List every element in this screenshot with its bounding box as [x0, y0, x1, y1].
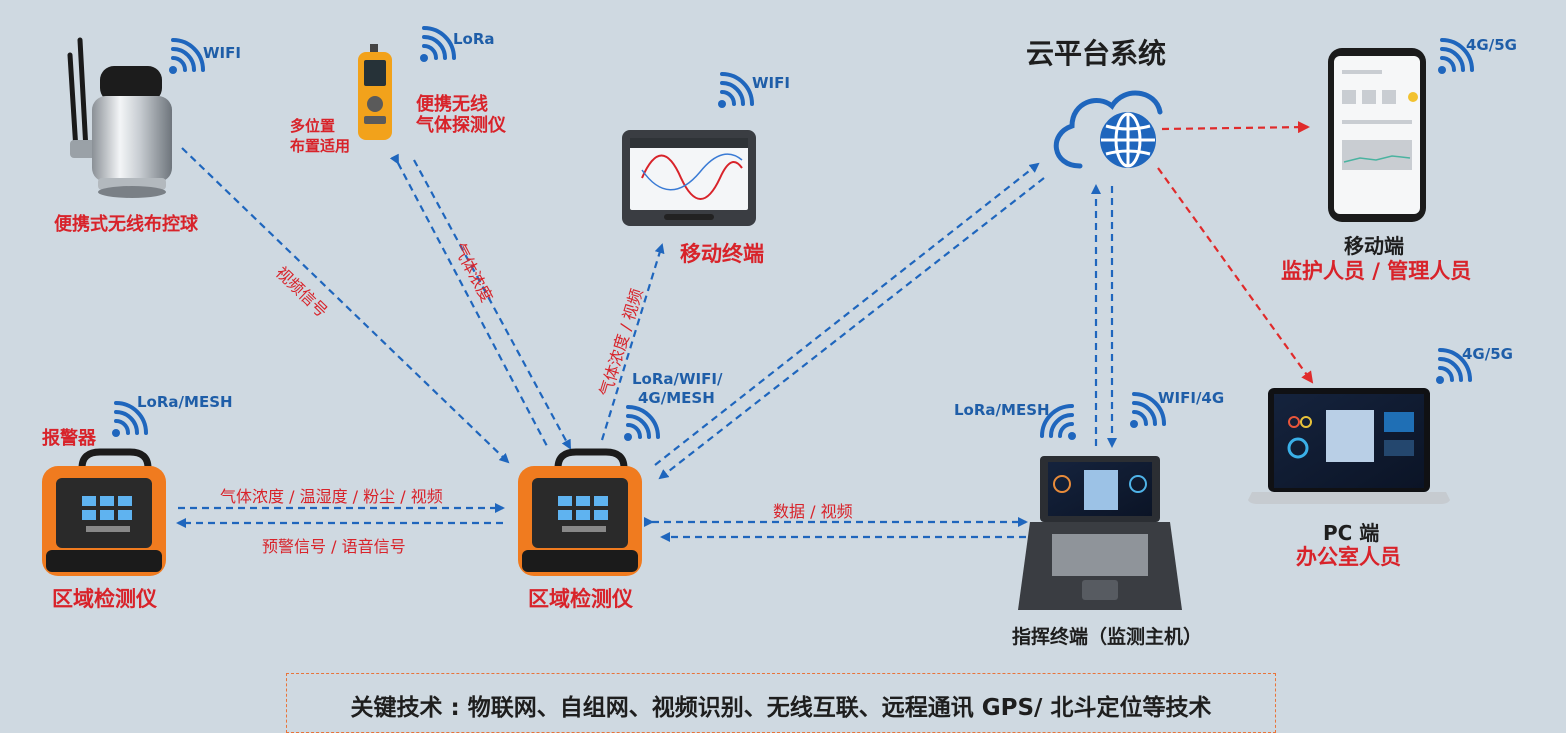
gas-note-line2: 布置适用 [290, 137, 351, 155]
mobile-app-net-label: 4G/5G [1466, 36, 1517, 54]
wifi-icon-gas [420, 26, 456, 62]
command-net-right: WIFI/4G [1158, 389, 1225, 407]
wifi-icon-mobile-terminal [718, 72, 754, 108]
wifi-icon-pc [1436, 348, 1472, 384]
wifi-icon-mobile-app [1438, 38, 1474, 74]
gas-detector-icon [358, 44, 392, 140]
area-center-net-label: LoRa/WIFI/ 4G/MESH [632, 370, 722, 408]
env-data-label: 气体浓度 / 温湿度 / 粉尘 / 视频 [220, 487, 443, 506]
mobile-terminal-name: 移动终端 [680, 242, 764, 266]
wifi-icon-alarm [112, 401, 148, 437]
mobile-app-name: 移动端 [1344, 234, 1404, 258]
gas-net-label: LoRa [453, 30, 495, 48]
ptz-net-label: WIFI [203, 44, 241, 62]
cloud-title: 云平台系统 [1026, 37, 1167, 70]
data-video-label: 数据 / 视频 [773, 502, 853, 521]
link-cloud-mobile [1161, 121, 1310, 134]
ptz-name: 便携式无线布控球 [54, 214, 198, 235]
area-left-name: 区域检测仪 [52, 587, 157, 611]
tablet-icon [622, 130, 756, 226]
smartphone-icon [1328, 48, 1426, 222]
area-center-net-line2: 4G/MESH [638, 389, 715, 407]
gas-note-line1: 多位置 [290, 117, 336, 135]
key-tech-text: 关键技术 : 物联网、自组网、视频识别、无线互联、远程通讯 GPS/ 北斗定位等… [350, 695, 1212, 721]
gas-name-line1: 便携无线 [416, 94, 488, 115]
link-gas-video [600, 243, 665, 441]
link-gas-down [413, 159, 571, 450]
wifi-icon-center [624, 405, 660, 441]
wifi-icon-command-left [1040, 404, 1076, 440]
pc-name: PC 端 [1323, 521, 1380, 545]
gas-name-line2: 气体探测仪 [416, 115, 506, 136]
key-tech-box: 关键技术 : 物联网、自组网、视频识别、无线互联、远程通讯 GPS/ 北斗定位等… [286, 673, 1276, 733]
link-video-signal [181, 147, 510, 464]
area-detector-center-icon [518, 448, 642, 576]
wifi-icon-ptz [169, 38, 205, 74]
mobile-app-users: 监护人员 / 管理人员 [1281, 259, 1472, 283]
gas-name: 便携无线 气体探测仪 [416, 94, 506, 136]
link-cloud-up [654, 162, 1040, 466]
link-gas-up [389, 153, 549, 449]
command-net-left: LoRa/MESH [954, 401, 1050, 419]
command-terminal-icon [1018, 456, 1182, 610]
alarm-name: 报警器 [42, 428, 96, 449]
alarm-net-label: LoRa/MESH [137, 393, 233, 411]
wifi-icon-command-right [1130, 392, 1166, 428]
pc-laptop-icon [1248, 388, 1450, 504]
link-cloud-pc [1157, 167, 1314, 384]
area-detector-left-icon [42, 448, 166, 576]
mobile-terminal-net-label: WIFI [752, 74, 790, 92]
area-center-name: 区域检测仪 [528, 587, 633, 611]
area-center-net-line1: LoRa/WIFI/ [632, 370, 723, 388]
ptz-camera-icon [67, 37, 172, 198]
gas-note: 多位置 布置适用 [290, 116, 350, 156]
warning-label: 预警信号 / 语音信号 [262, 537, 406, 556]
pc-net-label: 4G/5G [1462, 345, 1513, 363]
pc-users: 办公室人员 [1296, 545, 1401, 569]
command-name: 指挥终端（监测主机） [1012, 626, 1203, 648]
cloud-icon [1053, 90, 1163, 169]
link-cloud-down [658, 177, 1045, 480]
